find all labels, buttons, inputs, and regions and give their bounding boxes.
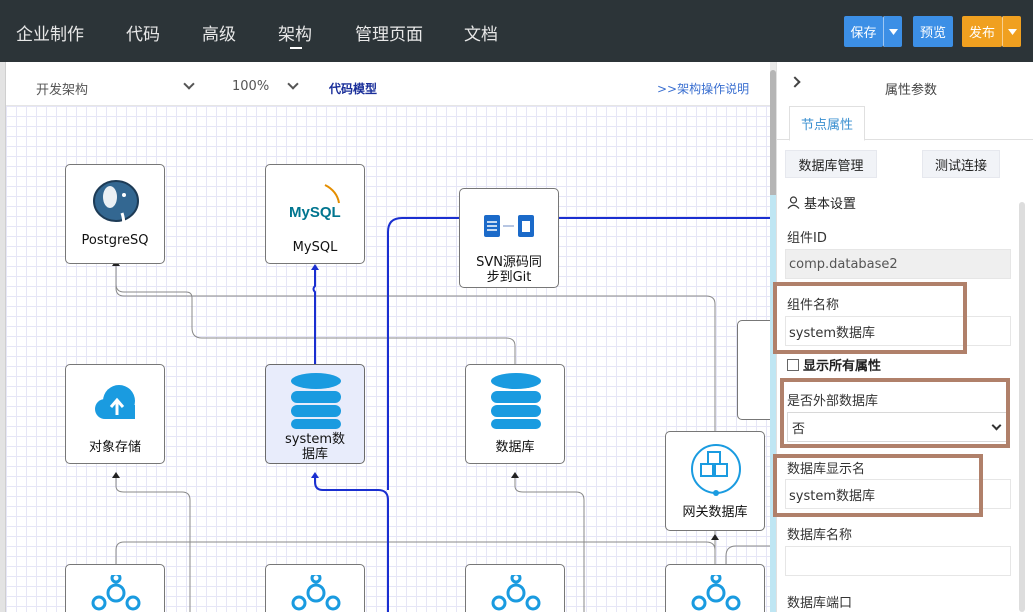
db-name-input[interactable] [785, 546, 1011, 576]
nav-item-admin-pages[interactable]: 管理页面 [355, 25, 423, 45]
annotation-box [773, 282, 967, 354]
node-hub[interactable] [265, 564, 365, 612]
scrollbar-thumb[interactable] [770, 70, 776, 210]
tab-node-properties[interactable]: 节点属性 [789, 106, 865, 141]
node-system-database[interactable]: system数 据库 [265, 364, 365, 464]
architecture-canvas[interactable]: PostgreSQ MySQL MySQL SVN源码同 步到Git [6, 106, 770, 612]
elephant-icon [93, 180, 139, 231]
node-label: MySQL [292, 240, 338, 255]
sync-icon [484, 215, 534, 237]
mysql-logo-icon: MySQL [289, 184, 341, 221]
nav-item-architecture[interactable]: 架构 [278, 20, 312, 49]
node-database[interactable]: 数据库 [465, 364, 565, 464]
db-display-name-label: 数据库显示名 [787, 462, 866, 477]
external-db-label: 是否外部数据库 [787, 394, 879, 409]
panel-accent-strip [770, 195, 776, 612]
node-partial[interactable] [737, 320, 770, 420]
node-label: 对象存储 [88, 440, 141, 455]
mysql-logo-text: MySQL [289, 204, 341, 221]
show-all-label: 显示所有属性 [803, 359, 882, 374]
show-all-checkbox[interactable] [787, 358, 799, 371]
chevron-right-icon[interactable] [789, 76, 801, 88]
caret-down-icon [888, 28, 898, 35]
user-icon [787, 196, 800, 209]
component-id-field: comp.database2 [785, 249, 1011, 279]
node-label: SVN源码同 [476, 255, 542, 270]
save-button[interactable]: 保存 [844, 16, 883, 47]
node-object-storage[interactable]: 对象存储 [65, 364, 165, 464]
node-svn-sync[interactable]: SVN源码同 步到Git [459, 188, 559, 288]
zoom-select[interactable]: 100% [232, 79, 270, 94]
preview-button[interactable]: 预览 [913, 16, 953, 47]
external-db-value: 否 [792, 421, 806, 437]
nav-item-advanced[interactable]: 高级 [202, 25, 236, 45]
node-label: 数据库 [495, 440, 535, 455]
section-title: 基本设置 [804, 197, 857, 212]
panel-tabs: 节点属性 [777, 106, 1033, 141]
nav-item-code[interactable]: 代码 [126, 25, 160, 45]
code-model-link[interactable]: 代码模型 [329, 82, 378, 96]
nav-item-enterprise[interactable]: 企业制作 [16, 25, 84, 45]
publish-button[interactable]: 发布 [962, 16, 1002, 47]
annotation-box [773, 454, 983, 517]
section-basic-settings: 基本设置 [787, 193, 856, 212]
node-label: 网关数据库 [682, 505, 748, 520]
node-hub[interactable] [665, 564, 765, 612]
canvas-toolbar: 开发架构 100% 代码模型 >>架构操作说明 [6, 62, 770, 106]
connector-lines [112, 217, 770, 612]
publish-dropdown-button[interactable] [1002, 16, 1021, 47]
architecture-help-link[interactable]: >>架构操作说明 [657, 82, 750, 96]
save-dropdown-button[interactable] [883, 16, 902, 47]
hub-icon [691, 575, 741, 611]
node-gateway-database[interactable]: 网关数据库 [665, 431, 765, 531]
left-edge-bar [0, 62, 6, 612]
node-hub[interactable] [465, 564, 565, 612]
annotation-box [780, 378, 1010, 448]
show-all-properties[interactable]: 显示所有属性 [787, 355, 881, 374]
panel-scrollbar[interactable] [1019, 202, 1025, 612]
external-db-select[interactable]: 否 [787, 412, 1009, 442]
node-label: 步到Git [486, 270, 532, 285]
node-label: PostgreSQ [81, 233, 149, 248]
database-manage-button[interactable]: 数据库管理 [785, 150, 877, 178]
component-name-label: 组件名称 [787, 298, 840, 313]
chevron-down-icon[interactable] [287, 78, 299, 90]
node-hub[interactable] [65, 564, 165, 612]
node-postgresql[interactable]: PostgreSQ [65, 164, 165, 264]
node-mysql[interactable]: MySQL MySQL [265, 164, 365, 264]
test-connection-button[interactable]: 测试连接 [922, 150, 1000, 178]
architecture-select[interactable]: 开发架构 [36, 83, 89, 98]
top-nav-bar: 企业制作 代码 高级 架构 管理页面 文档 保存 预览 发布 [0, 0, 1033, 62]
chevron-down-icon[interactable] [183, 78, 195, 90]
panel-title: 属性参数 [885, 83, 938, 98]
hub-icon [491, 575, 541, 611]
database-icon [491, 373, 541, 429]
hub-icon [291, 575, 341, 611]
node-label: 据库 [301, 447, 328, 462]
cloud-upload-icon [95, 385, 135, 419]
db-name-label: 数据库名称 [787, 528, 853, 543]
caret-down-icon [1007, 28, 1017, 35]
hub-icon [91, 575, 141, 611]
property-panel: 属性参数 节点属性 数据库管理 测试连接 基本设置 组件ID comp.data… [773, 62, 1033, 612]
nav-item-docs[interactable]: 文档 [464, 25, 498, 45]
db-port-label: 数据库端口 [787, 596, 853, 611]
component-name-input[interactable]: system数据库 [785, 316, 1011, 346]
node-label: system数 [285, 432, 345, 447]
db-display-name-input[interactable]: system数据库 [785, 479, 1011, 509]
cube-network-icon [691, 444, 741, 496]
database-icon [291, 373, 341, 429]
component-id-label: 组件ID [787, 231, 827, 246]
